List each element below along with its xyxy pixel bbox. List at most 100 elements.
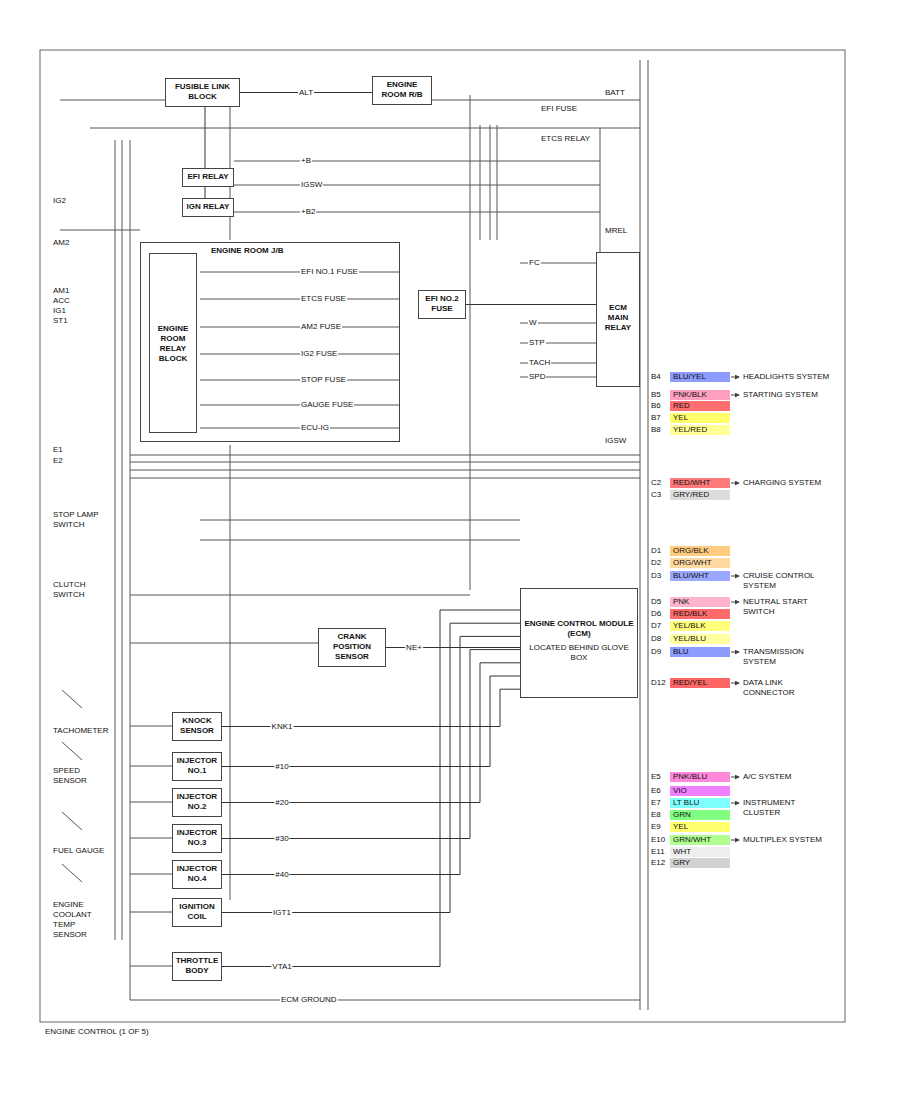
wire-line bbox=[122, 140, 123, 940]
signal-label: KNK1 bbox=[271, 722, 294, 732]
circuit-destination: A/C SYSTEM bbox=[742, 772, 834, 782]
wire-line bbox=[731, 395, 739, 396]
pin-number: D1 bbox=[650, 546, 662, 556]
wire-connector bbox=[222, 650, 520, 839]
wire-line bbox=[230, 90, 231, 240]
wire-line bbox=[130, 478, 640, 479]
wire-line bbox=[731, 683, 739, 684]
injector-box: INJECTOR NO.2 bbox=[172, 788, 222, 817]
wire-line bbox=[234, 185, 600, 186]
signal-name: ECM GROUND bbox=[280, 995, 338, 1005]
circuit-destination: CRUISE CONTROL SYSTEM bbox=[742, 571, 834, 591]
signal-name: W bbox=[528, 318, 538, 328]
wire-line bbox=[731, 377, 739, 378]
wire-color: YEL bbox=[670, 413, 730, 423]
wire-line bbox=[731, 483, 739, 484]
component-name: ENGINE ROOM R/B bbox=[375, 80, 429, 100]
wire-line bbox=[480, 125, 481, 240]
wire-color: PNK bbox=[670, 597, 730, 607]
signal-label: IGT1 bbox=[272, 908, 292, 918]
relay-box: ECM MAIN RELAY bbox=[596, 252, 640, 387]
signal-name: AM1 bbox=[52, 286, 70, 296]
pin-number: E8 bbox=[650, 810, 662, 820]
wire-line bbox=[731, 840, 739, 841]
pin-number: B5 bbox=[650, 390, 662, 400]
pin-number: D6 bbox=[650, 609, 662, 619]
wire-color: RED/YEL bbox=[670, 678, 730, 688]
part-name: FUEL GAUGE bbox=[52, 846, 110, 856]
wire-line bbox=[62, 812, 82, 830]
wire-color: VIO bbox=[670, 786, 730, 796]
component-name: ECM MAIN RELAY bbox=[599, 303, 637, 333]
signal-name: E1 bbox=[52, 445, 64, 455]
signal-name: AM2 bbox=[52, 238, 70, 248]
relay-box: EFI RELAY bbox=[182, 168, 234, 187]
wire-line bbox=[60, 230, 140, 231]
wire-line bbox=[130, 643, 318, 644]
signal-name: IG1 bbox=[52, 306, 67, 316]
part-name: ENGINE COOLANT TEMP SENSOR bbox=[52, 900, 110, 940]
circuit-destination: HEADLIGHTS SYSTEM bbox=[742, 372, 834, 382]
component-name: ENGINE ROOM RELAY BLOCK bbox=[152, 324, 194, 364]
circuit-destination: DATA LINK CONNECTOR bbox=[742, 678, 834, 698]
control-module: ENGINE CONTROL MODULE (ECM)LOCATED BEHIN… bbox=[520, 588, 638, 698]
signal-name: IG2 bbox=[52, 196, 67, 206]
wire-color: YEL/BLU bbox=[670, 634, 730, 644]
component-name: IGNITION COIL bbox=[175, 902, 219, 922]
wire-line bbox=[90, 128, 640, 129]
component-name: EFI RELAY bbox=[185, 172, 231, 182]
pin-number: D3 bbox=[650, 571, 662, 581]
pin-number: C2 bbox=[650, 478, 662, 488]
fuse-block: FUSIBLE LINK BLOCK bbox=[165, 78, 240, 107]
signal-name: IGSW bbox=[300, 180, 323, 190]
wire-color: BLU/WHT bbox=[670, 571, 730, 581]
wire-line bbox=[731, 576, 739, 577]
signal-name: TACH bbox=[528, 358, 551, 368]
wire-color: GRY bbox=[670, 858, 730, 868]
wire-color: WHT bbox=[670, 847, 730, 857]
signal-name: EFI NO.1 FUSE bbox=[300, 267, 359, 277]
component-name: KNOCK SENSOR bbox=[175, 716, 219, 736]
signal-name: +B2 bbox=[300, 207, 316, 217]
wire-connector bbox=[222, 610, 520, 967]
wire-line bbox=[200, 540, 520, 541]
component-note: LOCATED BEHIND GLOVE BOX bbox=[523, 643, 635, 663]
wire-color: YEL/RED bbox=[670, 425, 730, 435]
wire-color: GRN bbox=[670, 810, 730, 820]
wire-connector bbox=[222, 689, 520, 726]
wire-line bbox=[40, 50, 845, 1022]
signal-name: BATT bbox=[604, 88, 626, 98]
wire-color: RED/BLK bbox=[670, 609, 730, 619]
wire-line bbox=[234, 212, 600, 213]
wire-line bbox=[130, 912, 172, 913]
wire-color: GRN/WHT bbox=[670, 835, 730, 845]
wire-line bbox=[62, 864, 82, 882]
signal-name: EFI FUSE bbox=[540, 104, 578, 114]
pin-number: D9 bbox=[650, 647, 662, 657]
injector-box: INJECTOR NO.4 bbox=[172, 860, 222, 889]
fuse-box: EFI NO.2 FUSE bbox=[418, 290, 466, 319]
signal-name: IGSW bbox=[604, 436, 627, 446]
wire-color: PNK/BLU bbox=[670, 772, 730, 782]
signal-name: SPD bbox=[528, 372, 546, 382]
wire-line bbox=[731, 803, 739, 804]
wire-line bbox=[115, 140, 116, 940]
wire-line bbox=[130, 726, 172, 727]
pin-number: E10 bbox=[650, 835, 666, 845]
relay-block: ENGINE ROOM RELAY BLOCK bbox=[149, 253, 197, 433]
wire-connector bbox=[205, 187, 206, 198]
relay-box: ENGINE ROOM R/B bbox=[372, 76, 432, 105]
pin-number: C3 bbox=[650, 490, 662, 500]
signal-name: STP bbox=[528, 338, 546, 348]
part-name: CLUTCH SWITCH bbox=[52, 580, 108, 600]
wire-line bbox=[648, 60, 649, 1010]
wire-color: BLU bbox=[670, 647, 730, 657]
component-name: INJECTOR NO.4 bbox=[175, 864, 219, 884]
wire-line bbox=[62, 742, 82, 760]
wire-connector bbox=[222, 636, 520, 874]
wire-line bbox=[130, 966, 172, 967]
component-name: THROTTLE BODY bbox=[175, 956, 219, 976]
injector-box: INJECTOR NO.3 bbox=[172, 824, 222, 853]
